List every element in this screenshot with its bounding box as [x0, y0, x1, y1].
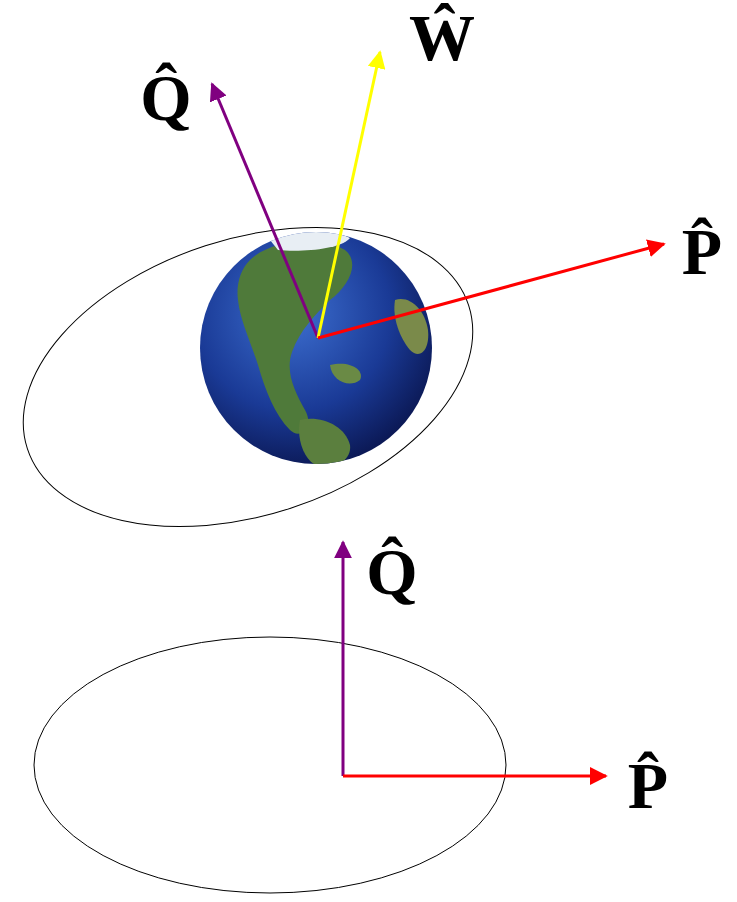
w-vector — [318, 52, 380, 338]
vector-label: Q̂ — [140, 65, 191, 131]
q-axis — [342, 542, 345, 776]
vector-label: Q̂ — [366, 539, 417, 605]
p-axis — [343, 775, 606, 778]
q-vector — [212, 84, 318, 338]
orbit-ellipse — [34, 637, 506, 893]
vector-label: P̂ — [628, 753, 668, 819]
vector-label: Ŵ — [409, 5, 475, 71]
earth-globe — [200, 231, 432, 467]
p-vector — [318, 244, 664, 338]
orbit-ellipse — [0, 174, 511, 580]
vector-label: P̂ — [682, 219, 722, 285]
